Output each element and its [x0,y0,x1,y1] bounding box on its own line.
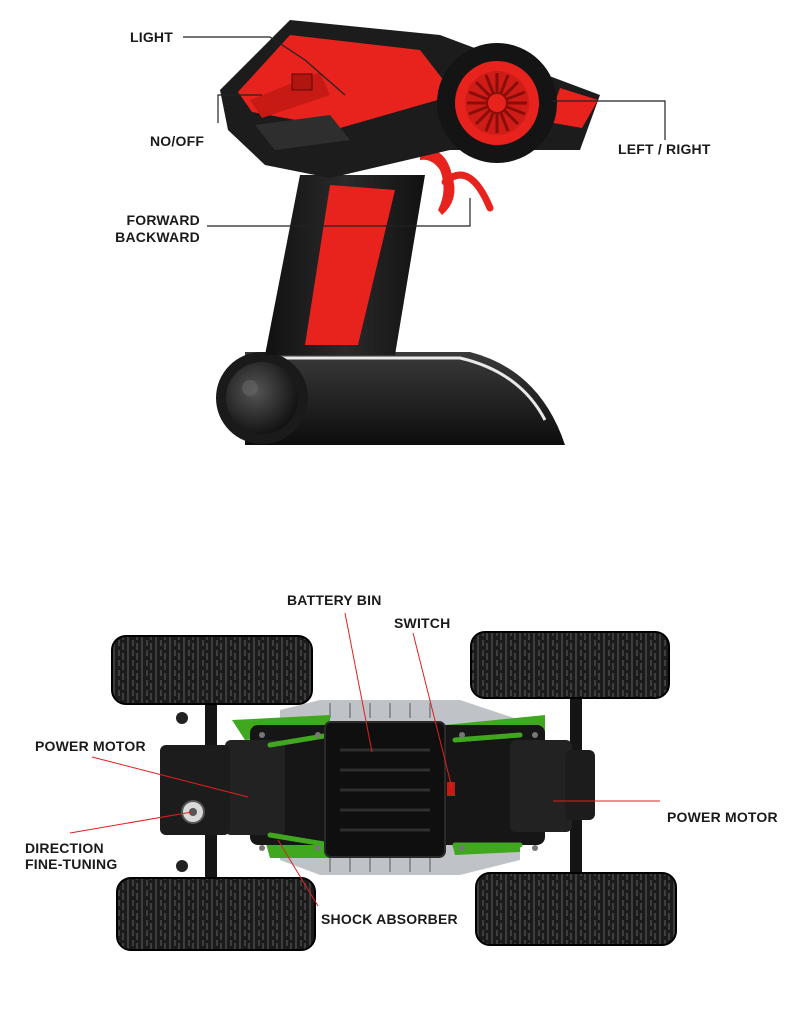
label-battery-bin: BATTERY BIN [287,592,382,608]
front-left-wheel [111,635,313,705]
throttle-trigger [420,149,455,215]
left-power-motor [225,740,285,835]
steering-wheel [437,43,557,163]
car-leader-lines [69,612,660,907]
label-light: LIGHT [130,29,173,45]
rear-right-wheel [475,872,677,946]
power-switch [447,782,455,796]
light-button [291,73,313,91]
controller-leader-lines [183,36,666,227]
label-power-motor-right: POWER MOTOR [667,809,778,825]
label-fine-tuning: FINE-TUNING [25,856,118,872]
label-on-off: NO/OFF [150,133,205,149]
rc-car [111,631,677,951]
rear-left-wheel [116,877,316,951]
remote-controller [216,20,600,445]
front-right-wheel [470,631,670,699]
right-power-motor [510,740,572,832]
label-shock-absorber: SHOCK ABSORBER [321,911,458,927]
label-direction: DIRECTION [25,840,104,856]
label-power-motor-left: POWER MOTOR [35,738,146,754]
label-switch: SWITCH [394,615,451,631]
label-left-right: LEFT / RIGHT [618,141,711,157]
label-backward: BACKWARD [115,229,200,245]
controller-base [245,352,565,445]
label-forward: FORWARD [126,212,200,228]
